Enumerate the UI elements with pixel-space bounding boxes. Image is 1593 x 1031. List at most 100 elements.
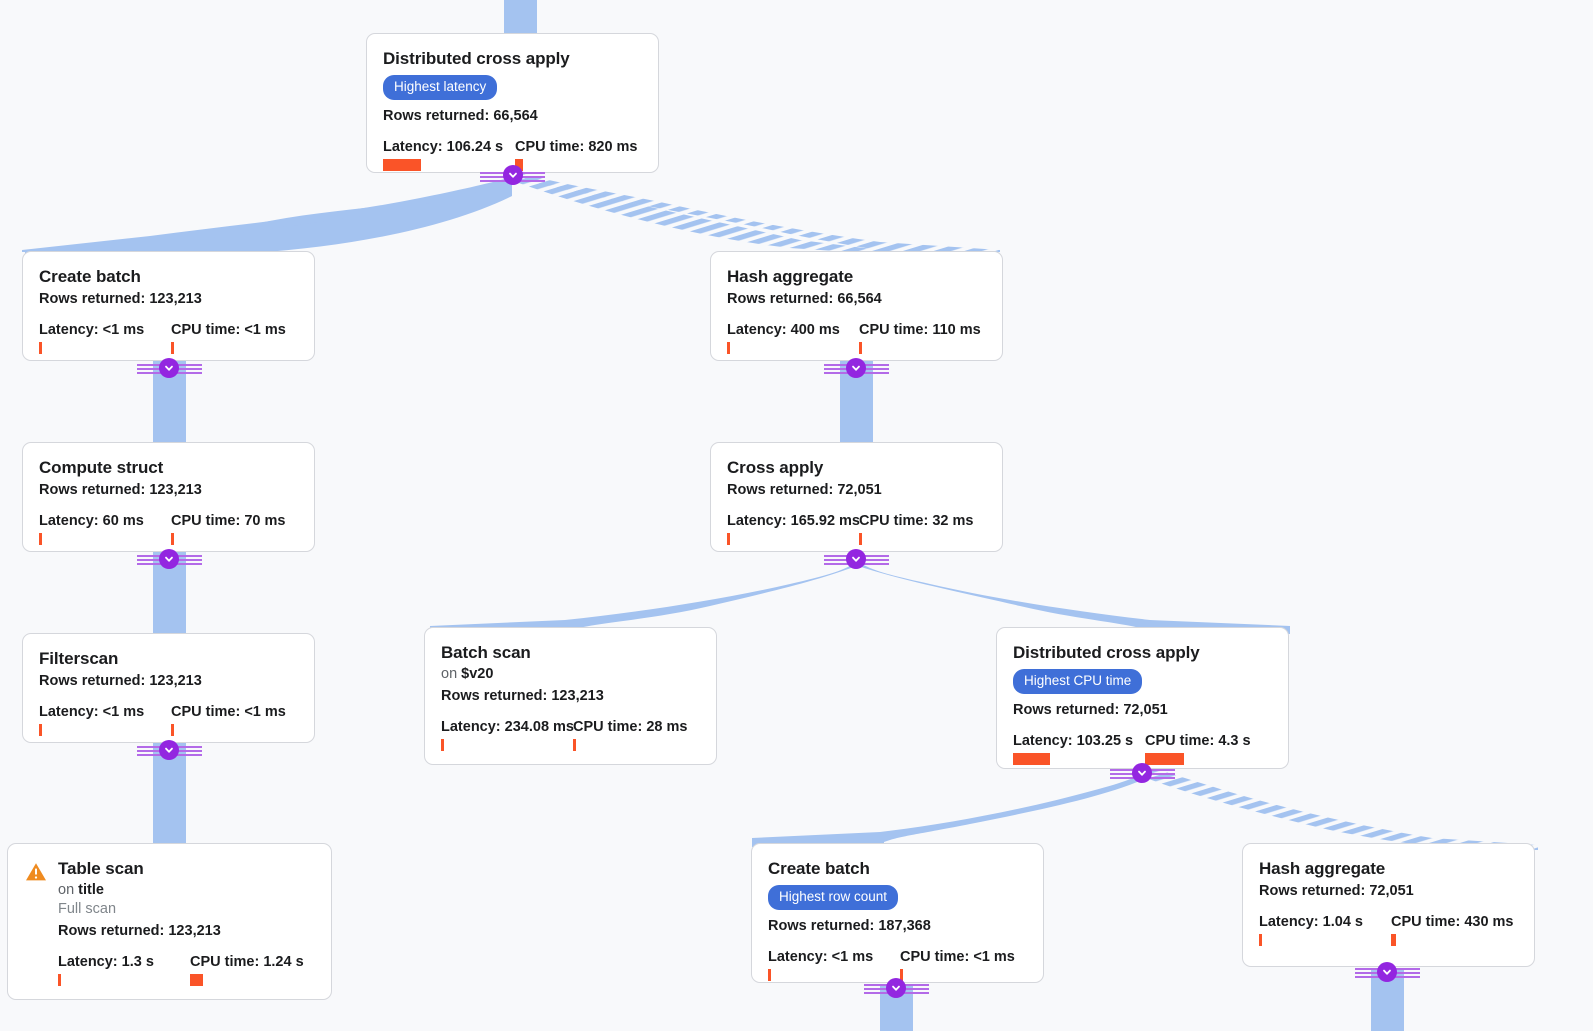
latency-bar (727, 533, 730, 545)
connector-rails (864, 981, 929, 994)
node-title: Hash aggregate (1259, 859, 1386, 878)
latency-metric: Latency: 106.24 s (383, 139, 515, 171)
cpu-label: CPU time: 28 ms (573, 719, 688, 735)
plan-node-filterscan[interactable]: Filterscan Rows returned: 123,213 Latenc… (22, 633, 315, 743)
cpu-metric: CPU time: 32 ms (859, 513, 973, 545)
rows-returned: Rows returned: 72,051 (1013, 701, 1168, 718)
rows-returned: Rows returned: 123,213 (441, 688, 604, 704)
metrics-row: Latency: <1 ms CPU time: <1 ms (39, 704, 298, 736)
cpu-metric: CPU time: <1 ms (900, 949, 1015, 981)
latency-label: Latency: <1 ms (39, 704, 145, 720)
latency-metric: Latency: <1 ms (39, 704, 171, 736)
cpu-label: CPU time: 4.3 s (1145, 732, 1251, 749)
rows-returned: Rows returned: 187,368 (768, 917, 931, 934)
latency-label: Latency: <1 ms (39, 322, 145, 338)
latency-bar (58, 974, 61, 986)
node-scan-kind: Full scan (58, 901, 117, 917)
connector-rails (137, 552, 202, 565)
connector-rails (137, 361, 202, 374)
cpu-bar (859, 342, 862, 354)
latency-label: Latency: 106.24 s (383, 138, 504, 155)
metrics-row: Latency: 1.04 s CPU time: 430 ms (1259, 914, 1518, 946)
plan-node-hash-aggregate-upper[interactable]: Hash aggregate Rows returned: 66,564 Lat… (710, 251, 1003, 361)
collapse-toggle-n3[interactable] (846, 358, 866, 378)
cpu-metric: CPU time: 4.3 s (1145, 733, 1251, 765)
node-subject: on title (58, 881, 315, 900)
collapse-toggle-n1[interactable] (503, 165, 523, 185)
node-title: Cross apply (727, 458, 824, 477)
cpu-metric: CPU time: <1 ms (171, 322, 286, 354)
plan-node-create-batch-lower[interactable]: Create batch Highest row count Rows retu… (751, 843, 1044, 983)
node-subject-prefix: on (441, 666, 458, 682)
latency-label: Latency: 165.92 ms (727, 513, 860, 529)
node-title: Distributed cross apply (383, 49, 570, 68)
cpu-label: CPU time: 1.24 s (190, 954, 304, 970)
latency-bar (1259, 934, 1262, 946)
collapse-toggle-n6[interactable] (159, 740, 179, 760)
cpu-bar (190, 974, 203, 986)
node-title: Filterscan (39, 649, 119, 668)
status-badge-highest-row-count: Highest row count (768, 885, 899, 910)
metrics-row: Latency: 103.25 s CPU time: 4.3 s (1013, 733, 1272, 765)
cpu-label: CPU time: 70 ms (171, 513, 286, 529)
cpu-bar (1145, 752, 1184, 765)
node-title: Batch scan (441, 643, 531, 662)
collapse-toggle-n11[interactable] (1377, 962, 1397, 982)
plan-node-distributed-cross-apply-lower[interactable]: Distributed cross apply Highest CPU time… (996, 627, 1289, 769)
status-badge-highest-latency: Highest latency (383, 75, 498, 100)
connector-rails (824, 361, 889, 374)
rows-returned: Rows returned: 72,051 (727, 482, 882, 498)
status-badge-highest-cpu-time: Highest CPU time (1013, 669, 1143, 694)
collapse-toggle-n5[interactable] (846, 549, 866, 569)
cpu-bar (171, 533, 174, 545)
latency-metric: Latency: 165.92 ms (727, 513, 860, 545)
plan-node-table-scan[interactable]: Table scan on title Full scan Rows retur… (7, 843, 332, 1000)
cpu-label: CPU time: <1 ms (900, 948, 1015, 965)
plan-node-distributed-cross-apply-root[interactable]: Distributed cross apply Highest latency … (366, 33, 659, 173)
plan-node-create-batch-left[interactable]: Create batch Rows returned: 123,213 Late… (22, 251, 315, 361)
latency-metric: Latency: <1 ms (39, 322, 171, 354)
cpu-label: CPU time: <1 ms (171, 704, 286, 720)
latency-metric: Latency: 1.3 s (58, 954, 190, 986)
plan-node-batch-scan[interactable]: Batch scan on $v20 Rows returned: 123,21… (424, 627, 717, 765)
cpu-bar (171, 724, 174, 736)
rows-returned: Rows returned: 123,213 (39, 291, 202, 307)
latency-metric: Latency: 1.04 s (1259, 914, 1391, 946)
metrics-row: Latency: 1.3 s CPU time: 1.24 s (58, 954, 315, 986)
cpu-metric: CPU time: 820 ms (515, 139, 638, 171)
node-subject-value: title (78, 882, 104, 898)
plan-node-hash-aggregate-lower[interactable]: Hash aggregate Rows returned: 72,051 Lat… (1242, 843, 1535, 967)
rows-returned: Rows returned: 123,213 (39, 482, 202, 498)
metrics-row: Latency: 106.24 s CPU time: 820 ms (383, 139, 642, 171)
node-title: Hash aggregate (727, 267, 854, 286)
metrics-row: Latency: <1 ms CPU time: <1 ms (768, 949, 1027, 981)
latency-bar (39, 342, 42, 354)
metrics-row: Latency: 165.92 ms CPU time: 32 ms (727, 513, 986, 545)
latency-bar (1013, 752, 1050, 765)
collapse-toggle-n8[interactable] (1132, 763, 1152, 783)
rows-returned: Rows returned: 66,564 (383, 107, 538, 124)
cpu-bar (1391, 934, 1396, 946)
cpu-bar (171, 342, 174, 354)
latency-label: Latency: 1.3 s (58, 954, 154, 970)
plan-node-compute-struct[interactable]: Compute struct Rows returned: 123,213 La… (22, 442, 315, 552)
plan-node-cross-apply[interactable]: Cross apply Rows returned: 72,051 Latenc… (710, 442, 1003, 552)
connector-rails (1355, 965, 1420, 978)
node-title: Distributed cross apply (1013, 643, 1200, 662)
cpu-label: CPU time: 820 ms (515, 138, 638, 155)
collapse-toggle-n2[interactable] (159, 358, 179, 378)
collapse-toggle-n4[interactable] (159, 549, 179, 569)
cpu-metric: CPU time: <1 ms (171, 704, 286, 736)
warning-icon (25, 862, 47, 882)
collapse-toggle-n10[interactable] (886, 978, 906, 998)
rows-returned: Rows returned: 123,213 (39, 673, 202, 689)
latency-bar (768, 968, 771, 981)
node-subject-prefix: on (58, 882, 75, 898)
node-title: Compute struct (39, 458, 164, 477)
metrics-row: Latency: <1 ms CPU time: <1 ms (39, 322, 298, 354)
latency-bar (441, 739, 444, 751)
cpu-label: CPU time: 110 ms (859, 322, 981, 338)
latency-metric: Latency: 400 ms (727, 322, 859, 354)
latency-label: Latency: 234.08 ms (441, 719, 574, 735)
cpu-metric: CPU time: 1.24 s (190, 954, 304, 986)
